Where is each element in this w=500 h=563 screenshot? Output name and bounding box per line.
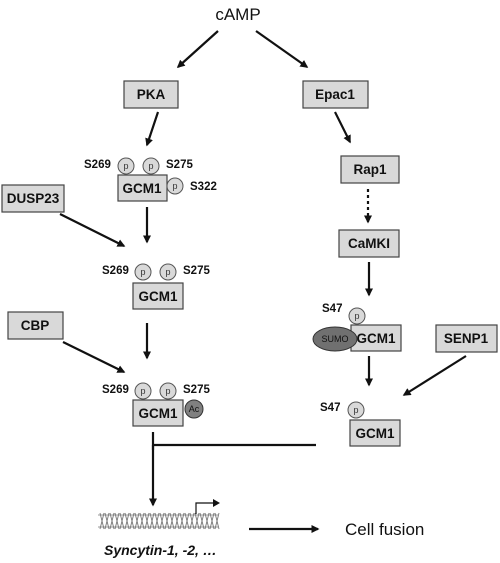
gcm1-pka-phosphorylated: S269 p p S275 GCM1 p S322: [84, 157, 217, 202]
phospho-circle: [348, 307, 366, 325]
rap1-node: Rap1: [340, 155, 400, 184]
dusp23-node: DUSP23: [1, 184, 65, 213]
arrow-pka-to-gcm1: [145, 111, 160, 147]
gcm1-label: GCM1: [138, 406, 177, 421]
site-s275-3: S275: [183, 384, 210, 396]
epac1-label: Epac1: [315, 87, 355, 102]
gcm1-label: GCM1: [355, 426, 394, 441]
phospho-label: p: [165, 267, 170, 277]
phospho-label: p: [354, 311, 359, 321]
phospho-label: p: [172, 181, 177, 191]
arrow-epac1-to-rap1: [334, 111, 351, 144]
camki-node: CaMKI: [338, 229, 400, 258]
phospho-label: p: [165, 386, 170, 396]
site-s269-3: S269: [102, 384, 129, 396]
arrow-cbp-to-gcm1: [62, 341, 126, 373]
arrow-dusp23-to-gcm1: [59, 213, 126, 247]
gcm1-phosphorylated: S269 p p S275 GCM1: [102, 263, 210, 310]
gcm1-sumoylated: S47 p GCM1 SUMO: [312, 303, 402, 352]
rap1-label: Rap1: [353, 162, 387, 177]
arrow-camp-to-epac1: [255, 30, 309, 68]
arrow-senp1-to-gcm1: [402, 355, 467, 396]
site-s47-2: S47: [320, 402, 340, 414]
gcm1-label: GCM1: [356, 331, 395, 346]
site-s269-1: S269: [84, 159, 111, 171]
phospho-circle: [117, 157, 135, 175]
phospho-circle: [159, 263, 177, 281]
phospho-circle: [166, 177, 184, 195]
site-s275-2: S275: [183, 265, 210, 277]
cell-fusion-label: Cell fusion: [345, 520, 424, 539]
phospho-label: p: [123, 161, 128, 171]
senp1-label: SENP1: [444, 331, 489, 346]
phospho-circle: [142, 157, 160, 175]
syncytin-label: Syncytin-1, -2, …: [104, 542, 217, 558]
phospho-circle: [134, 263, 152, 281]
site-s47-1: S47: [322, 303, 342, 315]
sumo-ellipse: [312, 326, 358, 352]
gcm1-acetylated: S269 p p S275 GCM1 Ac: [102, 382, 210, 427]
camki-label: CaMKI: [348, 236, 390, 251]
arrow-camp-to-pka: [176, 30, 219, 69]
epac1-node: Epac1: [302, 80, 369, 109]
phospho-circle: [159, 382, 177, 400]
phospho-circle: [134, 382, 152, 400]
sumo-label: SUMO: [322, 334, 349, 344]
site-s275-1: S275: [166, 159, 193, 171]
phospho-label: p: [140, 386, 145, 396]
gcm1-s47-phosphorylated: S47 p GCM1: [320, 401, 401, 447]
gcm1-label: GCM1: [138, 289, 177, 304]
acetyl-circle: [184, 399, 204, 419]
cbp-label: CBP: [21, 318, 50, 333]
phospho-label: p: [140, 267, 145, 277]
pka-label: PKA: [137, 87, 166, 102]
camp-label: cAMP: [215, 5, 260, 24]
phospho-label: p: [148, 161, 153, 171]
dna-helix-icon: [98, 512, 220, 530]
phospho-label: p: [353, 405, 358, 415]
senp1-node: SENP1: [435, 324, 498, 353]
gcm1-label: GCM1: [122, 181, 161, 196]
pka-node: PKA: [123, 80, 179, 109]
transcription-start-arrow-icon: [195, 499, 220, 514]
dusp23-label: DUSP23: [7, 191, 60, 206]
cbp-node: CBP: [7, 311, 64, 340]
site-s322: S322: [190, 181, 217, 193]
phospho-circle: [347, 401, 365, 419]
acetyl-label: Ac: [189, 404, 200, 414]
site-s269-2: S269: [102, 265, 129, 277]
